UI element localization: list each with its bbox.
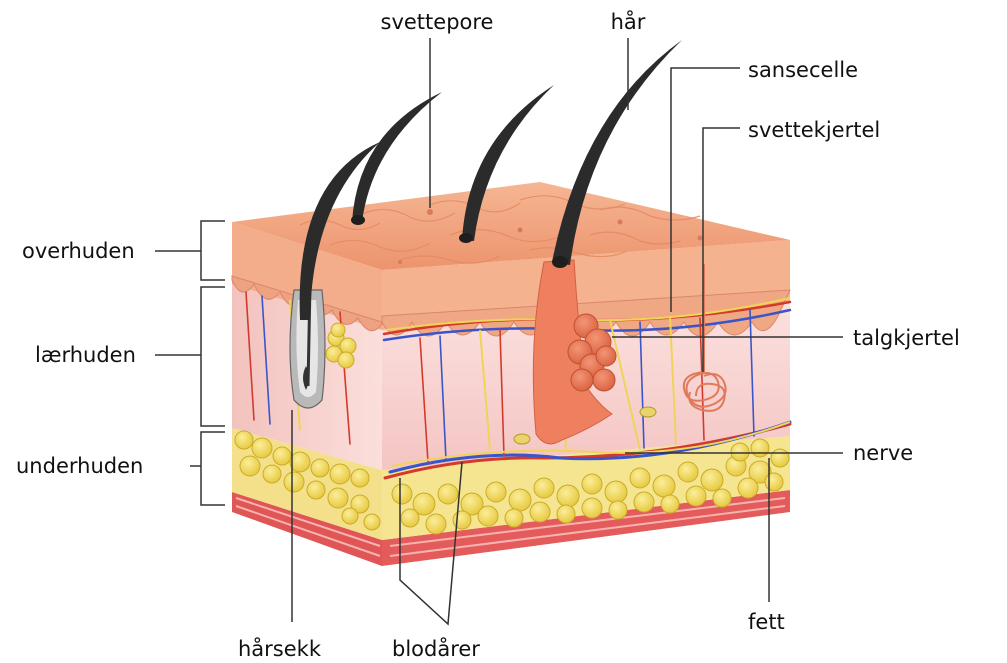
label-subcutis: underhuden xyxy=(16,454,143,478)
label-sweat-pore: svettepore xyxy=(381,10,494,34)
label-fat: fett xyxy=(748,610,785,634)
label-sweat-gland: svettekjertel xyxy=(748,118,880,142)
subcutis-bracket xyxy=(201,432,225,505)
epidermis-bracket xyxy=(201,221,225,280)
label-nerve: nerve xyxy=(853,441,913,465)
label-dermis: lærhuden xyxy=(35,343,136,367)
dermis-bracket xyxy=(201,287,225,426)
label-blood-vessels: blodårer xyxy=(392,636,480,661)
label-hair-follicle: hårsekk xyxy=(238,636,322,661)
label-sensory-cell: sansecelle xyxy=(748,58,858,82)
label-hair: hår xyxy=(611,9,646,34)
label-epidermis: overhuden xyxy=(22,239,135,263)
layer-brackets xyxy=(201,221,225,505)
skin-block xyxy=(232,40,790,566)
label-sebaceous-gland: talgkjertel xyxy=(853,326,960,350)
